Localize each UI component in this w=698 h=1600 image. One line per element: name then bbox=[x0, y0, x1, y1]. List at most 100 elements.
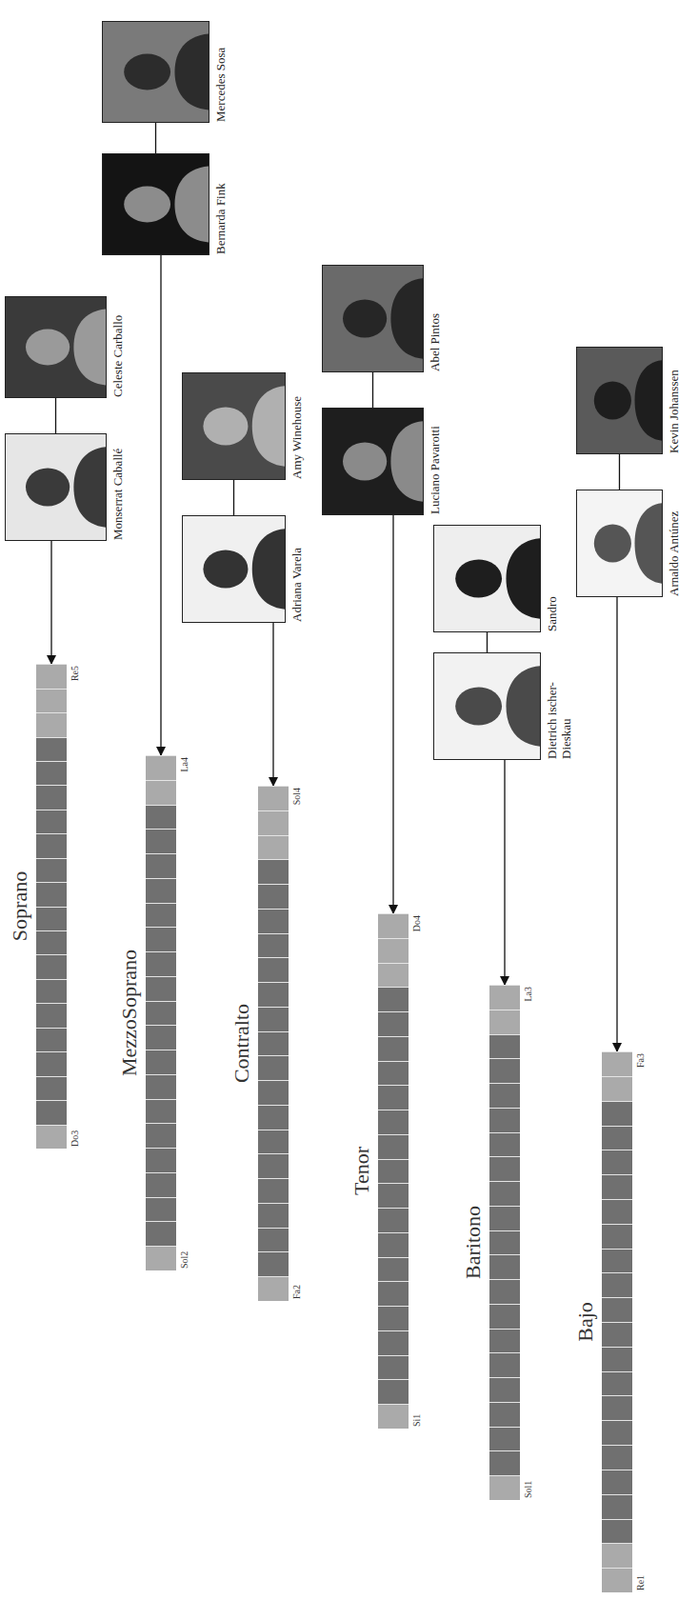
range-cell bbox=[489, 1230, 520, 1256]
range-cell bbox=[258, 785, 289, 811]
voice-name: Baritono bbox=[460, 1205, 486, 1279]
pair-line bbox=[486, 632, 488, 653]
portrait-silhouette bbox=[577, 347, 662, 454]
range-cell bbox=[378, 1183, 409, 1209]
range-cell bbox=[489, 1107, 520, 1133]
range-cell bbox=[601, 1419, 633, 1445]
singer-name: Amy Winehouse bbox=[290, 396, 305, 479]
range-cell bbox=[36, 1124, 67, 1149]
range-cell bbox=[36, 955, 67, 979]
range-cell bbox=[489, 1255, 520, 1280]
range-cell bbox=[489, 1475, 520, 1500]
note-label: Re5 bbox=[69, 665, 80, 681]
range-cell bbox=[258, 1154, 289, 1179]
range-cell bbox=[489, 1278, 520, 1304]
range-cell bbox=[258, 1227, 289, 1253]
portrait-silhouette bbox=[5, 434, 106, 540]
range-cell bbox=[36, 1051, 67, 1076]
range-cell bbox=[601, 1076, 633, 1101]
portrait-silhouette bbox=[322, 265, 423, 372]
range-cell bbox=[258, 1177, 289, 1203]
range-cell bbox=[145, 755, 177, 780]
range-cell bbox=[601, 1494, 633, 1519]
range-cell bbox=[489, 1058, 520, 1084]
range-cell bbox=[145, 1074, 177, 1099]
voice-range-bar: BaritonoSol1La3 bbox=[489, 984, 520, 1500]
voice-name: Contralto bbox=[229, 1003, 255, 1083]
range-cell bbox=[601, 1223, 633, 1249]
range-cell bbox=[145, 1245, 177, 1271]
singer-photo: Monserrat Caballé bbox=[4, 433, 107, 541]
singer-name: Luciano Pavarotti bbox=[428, 425, 443, 515]
note-label: La4 bbox=[179, 757, 190, 773]
range-cell bbox=[145, 951, 177, 977]
range-cell bbox=[601, 1125, 633, 1151]
range-cell bbox=[601, 1149, 633, 1175]
range-cell bbox=[601, 1346, 633, 1372]
voice-name: Tenor bbox=[349, 1146, 375, 1196]
range-cell bbox=[36, 663, 67, 688]
range-cell bbox=[36, 930, 67, 955]
range-cell bbox=[145, 1147, 177, 1173]
range-cell bbox=[36, 1076, 67, 1100]
range-cell bbox=[145, 1000, 177, 1026]
range-cell bbox=[489, 1156, 520, 1182]
range-cell bbox=[489, 1180, 520, 1206]
range-cell bbox=[258, 981, 289, 1007]
portrait-silhouette bbox=[434, 525, 540, 632]
range-cell bbox=[601, 1174, 633, 1199]
range-cell bbox=[378, 962, 409, 988]
range-cell bbox=[489, 1401, 520, 1427]
voice-name: MezzoSoprano bbox=[117, 949, 142, 1077]
range-arrow bbox=[50, 540, 52, 664]
range-cell bbox=[145, 1025, 177, 1051]
range-cell bbox=[258, 859, 289, 885]
range-cell bbox=[489, 1009, 520, 1035]
range-arrow bbox=[503, 759, 505, 985]
voice-range-bar: ContraltoFa2Sol4 bbox=[258, 785, 289, 1301]
voice-range-bar: BajoRe1Fa3 bbox=[601, 1051, 633, 1593]
singer-photo: Kevin Johanssen bbox=[576, 346, 663, 455]
note-label: Re1 bbox=[635, 1575, 646, 1591]
range-cell bbox=[258, 1202, 289, 1228]
range-cell bbox=[258, 1129, 289, 1155]
range-cell bbox=[258, 1006, 289, 1032]
range-cell bbox=[258, 1056, 289, 1081]
range-cell bbox=[601, 1469, 633, 1495]
range-cell bbox=[378, 1379, 409, 1405]
range-cell bbox=[489, 1132, 520, 1157]
range-cell bbox=[258, 835, 289, 860]
pair-line bbox=[155, 122, 157, 154]
voice-name: Soprano bbox=[7, 871, 33, 941]
range-cell bbox=[489, 1426, 520, 1452]
note-label: Sol4 bbox=[291, 787, 302, 805]
range-cell bbox=[601, 1248, 633, 1274]
range-cell bbox=[145, 779, 177, 805]
range-cell bbox=[601, 1272, 633, 1297]
range-cell bbox=[378, 1355, 409, 1380]
range-cell bbox=[489, 1451, 520, 1476]
note-label: Fa3 bbox=[635, 1053, 646, 1068]
range-cell bbox=[145, 1196, 177, 1222]
range-cell bbox=[258, 1252, 289, 1277]
voice-range-bar: SopranoDo3Re5 bbox=[36, 663, 67, 1149]
range-cell bbox=[378, 1011, 409, 1037]
range-cell bbox=[36, 737, 67, 761]
range-cell bbox=[378, 913, 409, 938]
pair-line bbox=[618, 454, 620, 490]
singer-name: Adriana Varela bbox=[290, 547, 305, 622]
range-cell bbox=[378, 1281, 409, 1307]
pair-line bbox=[372, 372, 374, 408]
voice-range-bar: TenorSi1Do4 bbox=[378, 913, 409, 1429]
singer-name: Celeste Carballo bbox=[111, 315, 126, 398]
singer-photo: Amy Winehouse bbox=[181, 372, 286, 480]
portrait-silhouette bbox=[182, 516, 285, 622]
range-cell bbox=[489, 1034, 520, 1059]
note-label: Sol1 bbox=[522, 1480, 534, 1498]
range-cell bbox=[601, 1444, 633, 1470]
range-cell bbox=[145, 877, 177, 903]
range-cell bbox=[601, 1371, 633, 1396]
portrait-silhouette bbox=[434, 653, 540, 759]
singer-photo: Adriana Varela bbox=[181, 515, 286, 623]
